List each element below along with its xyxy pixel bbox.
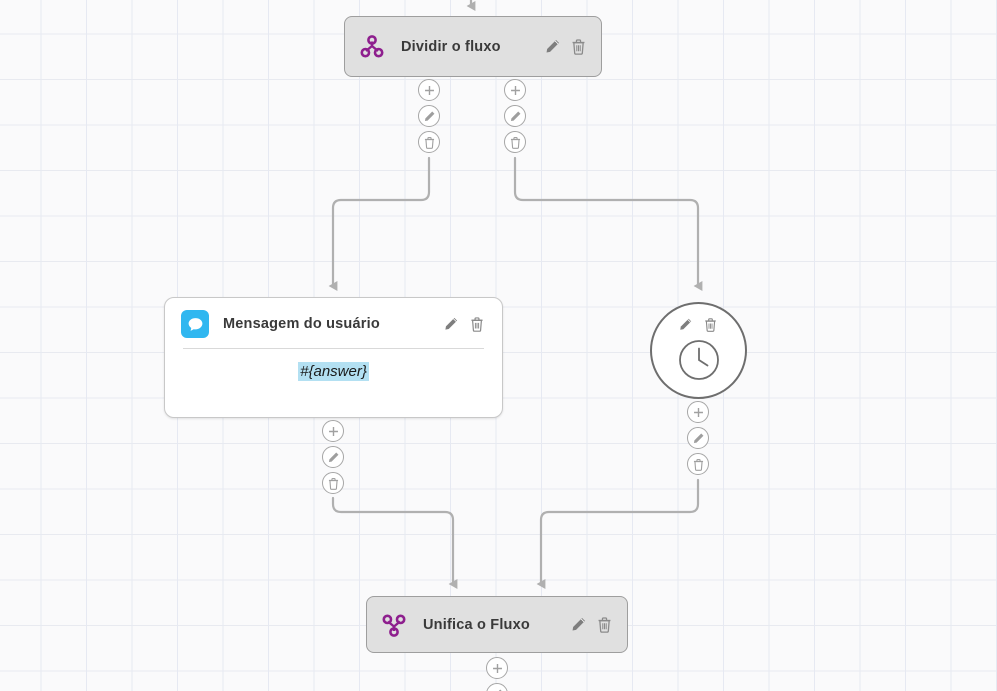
add-icon[interactable] bbox=[418, 79, 440, 101]
trash-icon[interactable] bbox=[703, 317, 720, 334]
node-user-message-title: Mensagem do usuário bbox=[223, 316, 380, 332]
edit-icon[interactable] bbox=[486, 683, 508, 691]
trash-icon[interactable] bbox=[687, 453, 709, 475]
edit-icon[interactable] bbox=[322, 446, 344, 468]
edit-icon[interactable] bbox=[544, 38, 561, 55]
node-merge[interactable]: Unifica o Fluxo bbox=[366, 596, 628, 653]
trash-icon[interactable] bbox=[596, 616, 613, 633]
node-delay[interactable] bbox=[650, 302, 747, 399]
handle-group-merge-out[interactable] bbox=[486, 657, 508, 691]
add-icon[interactable] bbox=[504, 79, 526, 101]
node-user-message-actions bbox=[443, 316, 486, 333]
edge-split-to-delay bbox=[513, 156, 703, 291]
flow-split-icon bbox=[359, 34, 385, 60]
handle-group-delay-out[interactable] bbox=[687, 401, 709, 475]
node-split[interactable]: Dividir o fluxo bbox=[344, 16, 602, 77]
add-icon[interactable] bbox=[322, 420, 344, 442]
edit-icon[interactable] bbox=[443, 316, 460, 333]
node-user-message-body: #{answer} bbox=[165, 349, 502, 397]
node-user-message-header: Mensagem do usuário bbox=[165, 298, 502, 348]
node-user-message[interactable]: Mensagem do usuário bbox=[164, 297, 503, 418]
edge-split-to-message bbox=[328, 156, 431, 291]
node-delay-actions bbox=[678, 317, 720, 334]
edge-delay-to-merge bbox=[536, 478, 700, 589]
handle-group-split-out-left[interactable] bbox=[418, 79, 440, 153]
flow-merge-icon bbox=[381, 612, 407, 638]
edge-message-to-merge bbox=[331, 496, 458, 589]
card-divider bbox=[183, 348, 484, 349]
chat-bubble-icon bbox=[181, 310, 209, 338]
clock-icon bbox=[677, 338, 721, 387]
trash-icon[interactable] bbox=[570, 38, 587, 55]
node-split-title: Dividir o fluxo bbox=[401, 38, 501, 55]
node-merge-actions bbox=[570, 616, 613, 633]
add-icon[interactable] bbox=[486, 657, 508, 679]
edit-icon[interactable] bbox=[418, 105, 440, 127]
edit-icon[interactable] bbox=[678, 317, 695, 334]
edit-icon[interactable] bbox=[504, 105, 526, 127]
message-variable: #{answer} bbox=[298, 362, 369, 381]
edit-icon[interactable] bbox=[570, 616, 587, 633]
trash-icon[interactable] bbox=[469, 316, 486, 333]
handle-group-split-out-right[interactable] bbox=[504, 79, 526, 153]
add-icon[interactable] bbox=[687, 401, 709, 423]
trash-icon[interactable] bbox=[418, 131, 440, 153]
handle-group-message-out[interactable] bbox=[322, 420, 344, 494]
trash-icon[interactable] bbox=[322, 472, 344, 494]
node-split-actions bbox=[544, 38, 587, 55]
trash-icon[interactable] bbox=[504, 131, 526, 153]
node-merge-title: Unifica o Fluxo bbox=[423, 616, 530, 633]
edit-icon[interactable] bbox=[687, 427, 709, 449]
